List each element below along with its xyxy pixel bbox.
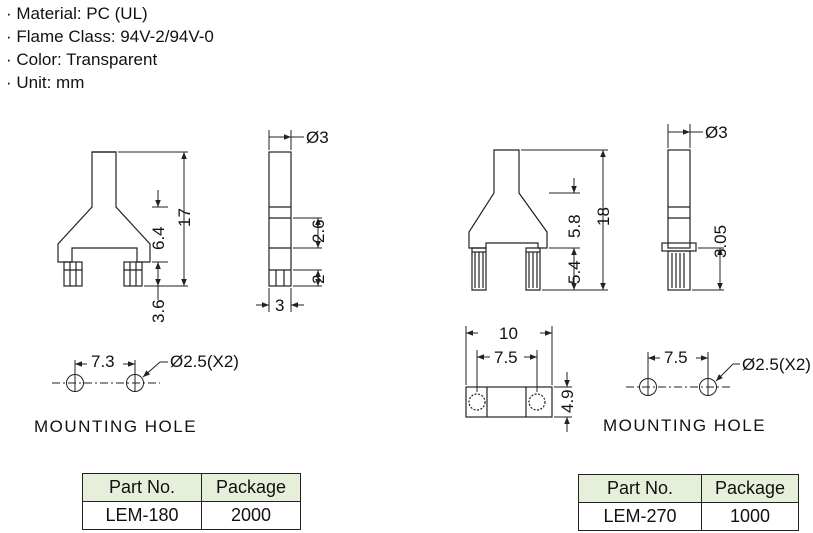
lem180-side-diameter: Ø3 — [306, 128, 329, 147]
spec-color: · Color: Transparent — [6, 50, 158, 69]
lem270-bottom-width: 10 — [499, 324, 518, 343]
header-package: Package — [201, 473, 301, 502]
table-row: LEM-270 1000 — [578, 502, 799, 531]
lem180-side-width: 3 — [275, 296, 284, 315]
lem180-side-view — [268, 151, 292, 287]
lem270-package-table: Part No. Package LEM-270 1000 — [578, 474, 799, 531]
spec-flame-class: · Flame Class: 94V-2/94V-0 — [6, 27, 214, 46]
table-header-row: Part No. Package — [578, 474, 799, 503]
lem270-hole-diameter: Ø2.5(X2) — [742, 355, 811, 374]
spec-list: · Material: PC (UL) · Flame Class: 94V-2… — [6, 2, 214, 94]
spec-material: · Material: PC (UL) — [6, 4, 148, 23]
lem270-hole-pitch: 7.5 — [664, 348, 688, 367]
lem270-side-leg: 3.05 — [711, 225, 730, 258]
cell-package: 2000 — [201, 501, 301, 530]
lem270-side-dimensions — [667, 124, 724, 291]
lem270-mounting-hole — [626, 352, 740, 396]
lem270-bottom-dimensions — [465, 326, 572, 432]
lem180-package-table: Part No. Package LEM-180 2000 — [82, 473, 301, 530]
lem270-front-view — [468, 149, 548, 291]
lem180-side-dimensions — [256, 130, 322, 312]
lem270-bottom-depth: 4.9 — [558, 389, 577, 413]
cell-package: 1000 — [701, 502, 799, 531]
lem180-side-low: 2 — [309, 275, 328, 284]
header-part-no: Part No. — [578, 474, 702, 503]
lem270-mounting-label: MOUNTING HOLE — [603, 416, 766, 435]
lem270-front-dimensions — [521, 149, 608, 291]
lem180-side-mid: 2.6 — [309, 219, 328, 243]
lem180-leg-height: 3.6 — [149, 299, 168, 323]
table-header-row: Part No. Package — [82, 473, 301, 502]
lem180-front-view — [57, 151, 151, 287]
spec-unit: · Unit: mm — [6, 73, 85, 92]
cell-part-no: LEM-180 — [82, 501, 202, 530]
lem180-mounting-hole — [52, 360, 168, 392]
lem270-bottom-pitch: 7.5 — [494, 348, 518, 367]
lem270-side-diameter: Ø3 — [705, 123, 728, 142]
header-package: Package — [701, 474, 799, 503]
lem270-arm-height: 5.8 — [565, 214, 584, 238]
lem180-front-dimensions — [118, 151, 188, 300]
lem270-side-view — [661, 149, 697, 291]
lem270-total-height: 18 — [594, 207, 613, 226]
cell-part-no: LEM-270 — [578, 502, 702, 531]
lem180-total-height: 17 — [175, 208, 194, 227]
lem270-bottom-view — [465, 386, 553, 418]
lem180-arm-height: 6.4 — [149, 226, 168, 250]
lem180-hole-diameter: Ø2.5(X2) — [170, 352, 239, 371]
lem180-mounting-label: MOUNTING HOLE — [34, 417, 197, 436]
lem180-hole-pitch: 7.3 — [91, 352, 115, 371]
table-row: LEM-180 2000 — [82, 501, 301, 530]
header-part-no: Part No. — [82, 473, 202, 502]
lem270-leg-height: 5.4 — [565, 260, 584, 284]
